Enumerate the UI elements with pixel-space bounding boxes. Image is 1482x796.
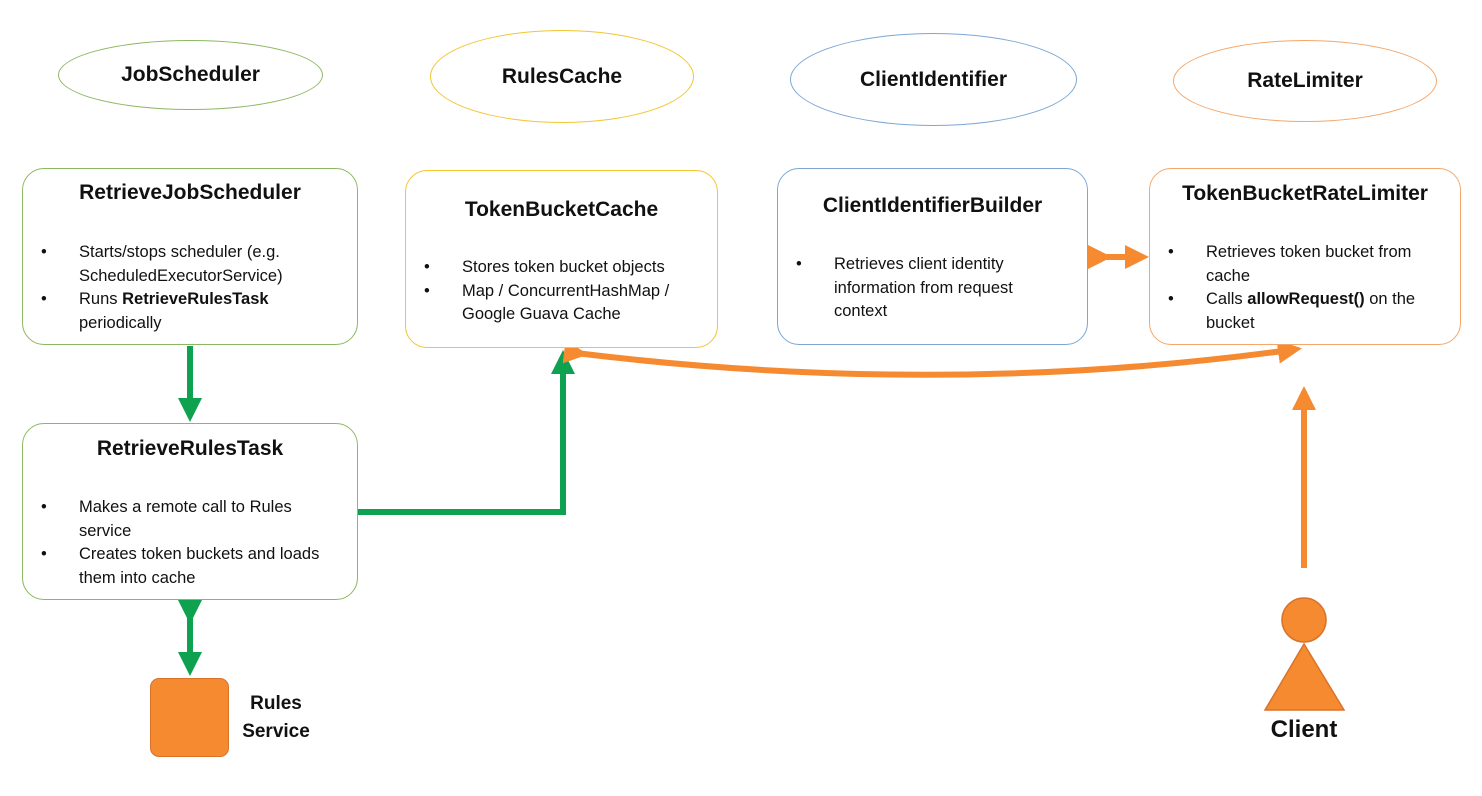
component-ratelimiter: RateLimiter <box>1173 40 1437 122</box>
component-jobscheduler: JobScheduler <box>58 40 323 110</box>
bullet-list: Retrieves token bucket from cache Calls … <box>1168 241 1438 335</box>
bullet-item: Starts/stops scheduler (e.g. ScheduledEx… <box>41 241 341 288</box>
bullet-list: Makes a remote call to Rules service Cre… <box>41 496 341 590</box>
bullet-item: Retrieves token bucket from cache <box>1168 241 1438 288</box>
box-token-bucket-rate-limiter: TokenBucketRateLimiter Retrieves token b… <box>1149 168 1461 345</box>
box-title: TokenBucketRateLimiter <box>1182 182 1428 205</box>
bullet-item: Runs RetrieveRulesTask periodically <box>41 288 341 335</box>
bullet-item: Calls allowRequest() on the bucket <box>1168 288 1438 335</box>
bullet-item: Stores token bucket objects <box>424 256 709 280</box>
bullet-list: Starts/stops scheduler (e.g. ScheduledEx… <box>41 241 341 335</box>
component-clientidentifier: ClientIdentifier <box>790 33 1077 126</box>
box-retrieve-job-scheduler: RetrieveJobScheduler Starts/stops schedu… <box>22 168 358 345</box>
bullet-item: Makes a remote call to Rules service <box>41 496 341 543</box>
bullet-item: Map / ConcurrentHashMap / Google Guava C… <box>424 280 709 327</box>
box-retrieve-rules-task: RetrieveRulesTask Makes a remote call to… <box>22 423 358 600</box>
box-client-identifier-builder: ClientIdentifierBuilder Retrieves client… <box>777 168 1088 345</box>
client-label: Client <box>1270 716 1338 743</box>
rules-service-label: Rules Service <box>236 690 316 746</box>
component-rulescache: RulesCache <box>430 30 694 123</box>
component-ratelimiter-label: RateLimiter <box>1247 69 1363 92</box>
component-rulescache-label: RulesCache <box>501 64 623 88</box>
rules-service-icon <box>150 678 229 757</box>
arrow-task-to-cache <box>358 350 575 515</box>
rules-service-label-line1: Rules <box>250 693 302 714</box>
arrow-cache-rate-limiter <box>562 339 1302 378</box>
bullet-list: Stores token bucket objects Map / Concur… <box>424 256 709 327</box>
box-title: TokenBucketCache <box>464 198 659 221</box>
bullet-list: Retrieves client identity information fr… <box>796 253 1066 324</box>
bullet-item: Creates token buckets and loads them int… <box>41 543 341 590</box>
box-token-bucket-cache: TokenBucketCache Stores token bucket obj… <box>405 170 718 348</box>
box-title: ClientIdentifierBuilder <box>822 194 1043 217</box>
bullet-item: Retrieves client identity information fr… <box>796 253 1066 324</box>
box-title: RetrieveJobScheduler <box>79 181 301 204</box>
component-clientidentifier-label: ClientIdentifier <box>859 67 1007 91</box>
client-person-icon <box>1263 597 1346 711</box>
box-title: RetrieveRulesTask <box>96 437 284 460</box>
component-jobscheduler-label: JobScheduler <box>121 63 260 86</box>
rules-service-label-line2: Service <box>242 721 310 742</box>
